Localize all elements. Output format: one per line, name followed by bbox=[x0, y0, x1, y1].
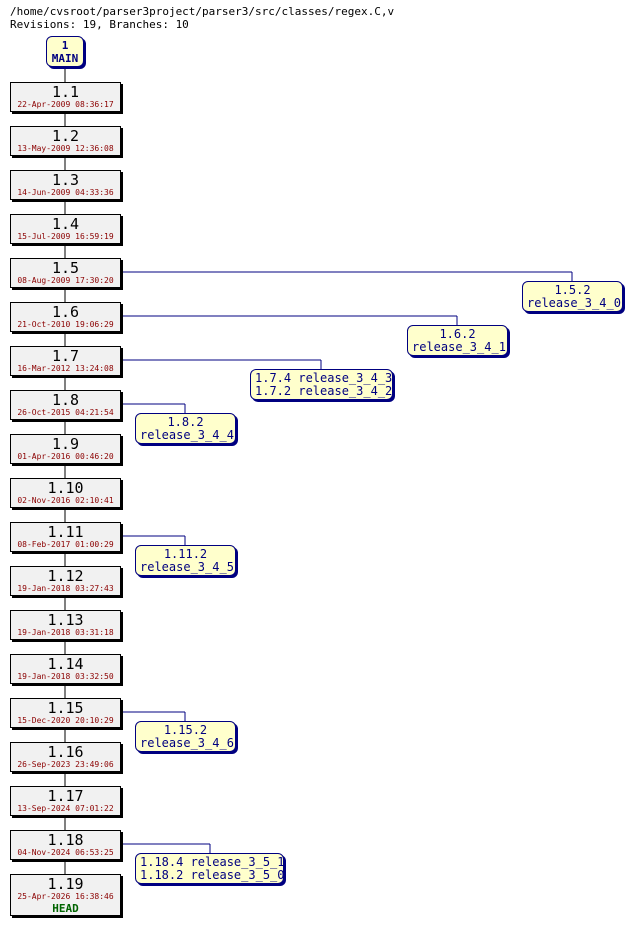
revision-date: 08-Aug-2009 17:30:20 bbox=[17, 276, 114, 285]
revision-number: 1.17 bbox=[47, 787, 84, 805]
revision-number: 1.18 bbox=[47, 831, 84, 849]
branch-box-1-8-2[interactable]: 1.8.2 release_3_4_4 bbox=[135, 413, 236, 444]
branch-label-line: 1.18.2 release_3_5_0 bbox=[140, 868, 285, 882]
revision-date: 15-Dec-2020 20:10:29 bbox=[17, 716, 114, 725]
revision-date: 16-Mar-2012 13:24:08 bbox=[17, 364, 114, 373]
revision-date: 26-Sep-2023 23:49:06 bbox=[17, 760, 114, 769]
revision-date: 14-Jun-2009 04:33:36 bbox=[17, 188, 114, 197]
revision-date: 19-Jan-2018 03:32:50 bbox=[17, 672, 114, 681]
revision-date: 19-Jan-2018 03:27:43 bbox=[17, 584, 114, 593]
branch-label-line: 1.6.2 bbox=[439, 327, 476, 341]
revision-date: 21-Oct-2010 19:06:29 bbox=[17, 320, 114, 329]
revision-number: 1.5 bbox=[51, 259, 80, 277]
branch-label-line: release_3_4_5 bbox=[140, 560, 234, 574]
revision-number: 1.1 bbox=[51, 83, 80, 101]
revision-number: 1.12 bbox=[47, 567, 84, 585]
revision-number: 1.4 bbox=[51, 215, 80, 233]
head-tag: HEAD bbox=[52, 902, 79, 915]
revision-date: 02-Nov-2016 02:10:41 bbox=[17, 496, 114, 505]
branch-label-line: release_3_4_6 bbox=[140, 736, 234, 750]
main-branch-number: 1 bbox=[61, 39, 69, 52]
revision-number: 1.16 bbox=[47, 743, 84, 761]
branch-box-1-7[interactable]: 1.7.4 release_3_4_3 1.7.2 release_3_4_2 bbox=[250, 369, 393, 400]
revision-number: 1.10 bbox=[47, 479, 84, 497]
revision-summary: Revisions: 19, Branches: 10 bbox=[10, 18, 189, 31]
branch-label-line: 1.18.4 release_3_5_1 bbox=[140, 855, 285, 869]
revision-date: 25-Apr-2026 16:38:46 bbox=[17, 892, 114, 901]
branch-label-line: 1.15.2 bbox=[163, 723, 208, 737]
revision-date: 22-Apr-2009 08:36:17 bbox=[17, 100, 114, 109]
branch-box-1-15-2[interactable]: 1.15.2 release_3_4_6 bbox=[135, 721, 236, 752]
file-path: /home/cvsroot/parser3project/parser3/src… bbox=[10, 5, 395, 18]
revision-number: 1.8 bbox=[51, 391, 80, 409]
revision-date: 26-Oct-2015 04:21:54 bbox=[17, 408, 114, 417]
revision-date: 04-Nov-2024 06:53:25 bbox=[17, 848, 114, 857]
revision-number: 1.14 bbox=[47, 655, 84, 673]
branch-label-line: 1.11.2 bbox=[163, 547, 208, 561]
revision-date: 01-Apr-2016 00:46:20 bbox=[17, 452, 114, 461]
revision-date: 13-May-2009 12:36:08 bbox=[17, 144, 114, 153]
revision-date: 08-Feb-2017 01:00:29 bbox=[17, 540, 114, 549]
branch-label-line: release_3_4_0 bbox=[527, 296, 621, 310]
branch-label-line: 1.7.4 release_3_4_3 bbox=[255, 371, 393, 385]
branch-label-line: 1.5.2 bbox=[554, 283, 591, 297]
branch-box-1-6-2[interactable]: 1.6.2 release_3_4_1 bbox=[407, 325, 508, 356]
revision-date: 13-Sep-2024 07:01:22 bbox=[17, 804, 114, 813]
revision-number: 1.2 bbox=[51, 127, 80, 145]
revision-number: 1.9 bbox=[51, 435, 80, 453]
branch-label-line: release_3_4_4 bbox=[140, 428, 234, 442]
revision-date: 19-Jan-2018 03:31:18 bbox=[17, 628, 114, 637]
revision-number: 1.19 bbox=[47, 875, 84, 893]
branch-label-line: 1.7.2 release_3_4_2 bbox=[255, 384, 393, 398]
revision-number: 1.15 bbox=[47, 699, 84, 717]
main-branch-label: MAIN bbox=[51, 52, 79, 65]
revision-number: 1.7 bbox=[51, 347, 80, 365]
branch-label-line: release_3_4_1 bbox=[412, 340, 506, 354]
revision-number: 1.6 bbox=[51, 303, 80, 321]
branch-box-1-5-2[interactable]: 1.5.2 release_3_4_0 bbox=[522, 281, 623, 312]
branch-box-1-11-2[interactable]: 1.11.2 release_3_4_5 bbox=[135, 545, 236, 576]
revision-number: 1.3 bbox=[51, 171, 80, 189]
revision-number: 1.13 bbox=[47, 611, 84, 629]
revision-number: 1.11 bbox=[47, 523, 84, 541]
main-branch-box[interactable]: 1 MAIN bbox=[46, 36, 84, 67]
revision-date: 15-Jul-2009 16:59:19 bbox=[17, 232, 114, 241]
branch-label-line: 1.8.2 bbox=[167, 415, 204, 429]
branch-box-1-18[interactable]: 1.18.4 release_3_5_1 1.18.2 release_3_5_… bbox=[135, 853, 285, 884]
